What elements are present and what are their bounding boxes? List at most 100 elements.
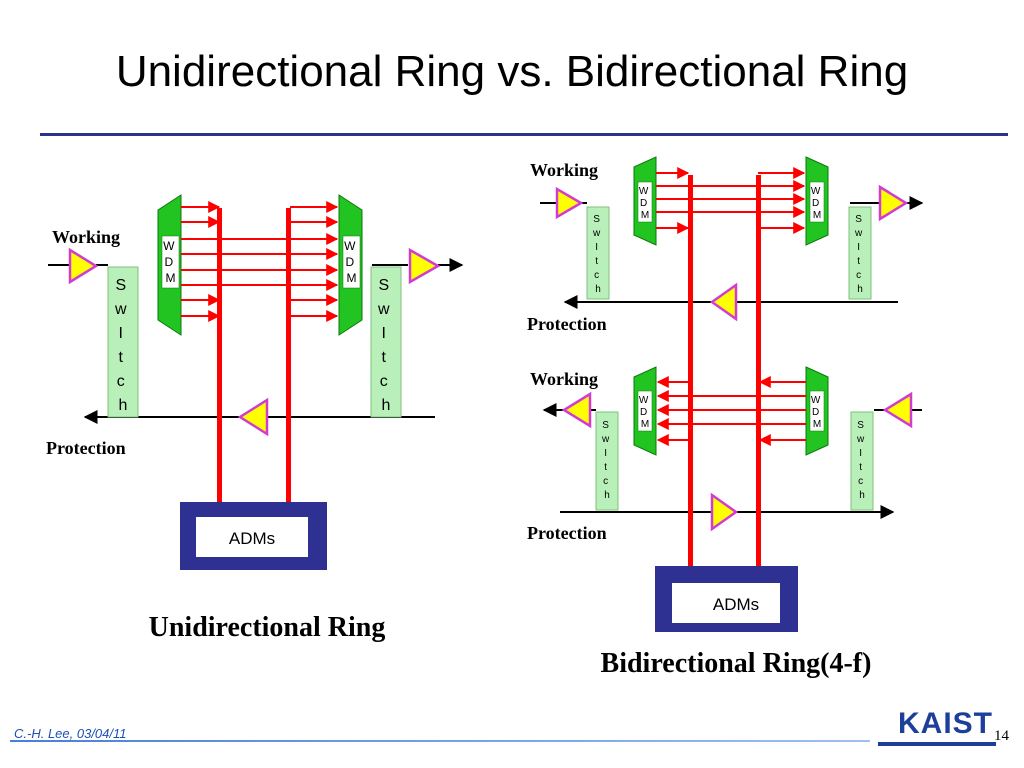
uni-left-switch-letter: t bbox=[119, 349, 124, 366]
bidirectional-ring: S w I t c h S w I t c h W D M bbox=[527, 156, 924, 679]
uni-fiber-right bbox=[286, 208, 291, 502]
bi-adm-label: ADMs bbox=[713, 595, 759, 614]
uni-adm-label: ADMs bbox=[229, 529, 275, 548]
bi-top-left-switch-letter: c bbox=[594, 270, 599, 281]
svg-text:S w I: S w I t c h bbox=[114, 277, 131, 414]
uni-left-switch bbox=[107, 266, 139, 418]
uni-right-switch-letter: c bbox=[380, 373, 388, 390]
uni-left-wdm-letter: M bbox=[166, 271, 176, 285]
uni-right-switch-letter: w bbox=[377, 301, 390, 318]
uni-output-amplifier bbox=[408, 247, 441, 285]
bi-top-right-switch-letter: I bbox=[857, 242, 860, 253]
slide-title: Unidirectional Ring vs. Bidirectional Ri… bbox=[115, 47, 909, 96]
bi-bottom-left-wdm-letter: D bbox=[640, 407, 647, 418]
uni-right-wdm-letter: M bbox=[347, 271, 357, 285]
bi-bottom-input-amplifier bbox=[882, 391, 913, 429]
bi-top-channel-arrows bbox=[656, 167, 806, 234]
bi-top-left-switch-letter: w bbox=[592, 228, 601, 239]
uni-fiber-left bbox=[217, 208, 222, 502]
bi-bottom-left-switch-letter: h bbox=[604, 490, 610, 501]
bi-bottom-right-wdm-letter: D bbox=[812, 407, 819, 418]
bi-bottom-channel-arrows bbox=[656, 376, 806, 446]
svg-text:S w I: S w I t c h bbox=[854, 214, 865, 295]
bi-bottom-right-wdm-letter: W bbox=[811, 395, 821, 406]
uni-adm-inner bbox=[196, 517, 308, 557]
uni-left-switch-letter: h bbox=[119, 397, 128, 414]
svg-text:W D M: W D M bbox=[639, 186, 651, 221]
bi-adm-inner bbox=[672, 583, 780, 623]
bi-fiber-right bbox=[756, 175, 761, 568]
bi-bottom-right-switch-letter: h bbox=[859, 490, 865, 501]
unidirectional-ring: S w I t c h S w I t c h W D bbox=[46, 194, 464, 643]
uni-left-switch-letter: w bbox=[114, 301, 127, 318]
uni-protection-amplifier bbox=[237, 397, 269, 437]
bi-bottom-left-switch-letter: c bbox=[603, 476, 608, 487]
kaist-logo: KAIST bbox=[898, 707, 993, 740]
bi-top-left-wdm-letter: W bbox=[639, 186, 649, 197]
svg-text:W D M: W D M bbox=[811, 395, 823, 430]
footer-author-date: C.-H. Lee, 03/04/11 bbox=[14, 726, 127, 741]
uni-right-switch bbox=[370, 266, 402, 418]
bi-bottom-right-switch-letter: c bbox=[858, 476, 863, 487]
bi-bottom-working-label: Working bbox=[530, 369, 598, 389]
uni-right-wdm-letter: D bbox=[345, 255, 354, 269]
bi-bottom-right-wdm-letter: M bbox=[813, 419, 821, 430]
uni-right-switch-letter: t bbox=[382, 349, 387, 366]
bi-top-output-amplifier bbox=[878, 184, 909, 222]
bi-top-right-switch-letter: t bbox=[857, 256, 860, 267]
bi-bottom-left-switch-letter: S bbox=[602, 420, 609, 431]
svg-text:W D M: W D M bbox=[639, 395, 651, 430]
svg-text:W D M: W D M bbox=[344, 239, 359, 285]
uni-left-switch-letter: S bbox=[115, 277, 126, 294]
uni-right-wdm-label-box bbox=[342, 235, 361, 289]
bi-caption: Bidirectional Ring(4-f) bbox=[601, 648, 872, 679]
uni-protection-label: Protection bbox=[46, 438, 126, 458]
bi-bottom-right-switch-letter: t bbox=[859, 462, 862, 473]
bi-top-left-switch bbox=[586, 206, 610, 300]
uni-left-switch-letter: c bbox=[117, 373, 125, 390]
uni-right-switch-letter: h bbox=[382, 397, 391, 414]
svg-text:S w I: S w I t c h bbox=[377, 277, 394, 414]
bi-top-protection-label: Protection bbox=[527, 314, 607, 334]
bi-top-right-switch-letter: w bbox=[854, 228, 863, 239]
uni-left-wdm-letter: W bbox=[163, 239, 175, 253]
bi-bottom-left-switch bbox=[595, 411, 619, 511]
bi-bottom-left-switch-letter: t bbox=[604, 462, 607, 473]
bi-top-working-amplifier bbox=[555, 186, 584, 220]
uni-left-wdm-label-box bbox=[161, 235, 180, 289]
bi-top-left-switch-letter: h bbox=[595, 284, 601, 295]
bi-top-left-wdm-label-box bbox=[637, 181, 653, 223]
bi-top-right-wdm-letter: M bbox=[813, 210, 821, 221]
bi-fiber-left bbox=[688, 175, 693, 568]
uni-right-wdm-letter: W bbox=[344, 239, 356, 253]
kaist-logo-bar bbox=[878, 742, 996, 746]
bi-top-right-wdm-label-box bbox=[809, 181, 825, 223]
uni-caption: Unidirectional Ring bbox=[149, 612, 386, 643]
bi-bottom-left-wdm-letter: W bbox=[639, 395, 649, 406]
bi-bottom-working-amplifier bbox=[561, 391, 592, 429]
page-number: 14 bbox=[994, 728, 1009, 744]
bi-top-right-switch-letter: c bbox=[856, 270, 861, 281]
bi-top-left-wdm-letter: M bbox=[641, 210, 649, 221]
bi-bottom-left-switch-letter: I bbox=[604, 448, 607, 459]
bi-bottom-right-switch-letter: S bbox=[857, 420, 864, 431]
bi-top-right-wdm-letter: D bbox=[812, 198, 819, 209]
uni-right-switch-letter: S bbox=[378, 277, 389, 294]
svg-text:W D M: W D M bbox=[811, 186, 823, 221]
bi-top-working-label: Working bbox=[530, 160, 598, 180]
bi-top-left-wdm-letter: D bbox=[640, 198, 647, 209]
bi-top-left-switch-letter: I bbox=[595, 242, 598, 253]
svg-text:W D M: W D M bbox=[163, 239, 178, 285]
bi-top-left-switch-letter: S bbox=[593, 214, 600, 225]
footer-rule bbox=[10, 740, 870, 742]
uni-working-amplifier bbox=[68, 247, 99, 285]
bi-top-right-switch-letter: h bbox=[857, 284, 863, 295]
svg-text:S w I: S w I t c h bbox=[592, 214, 603, 295]
uni-working-label: Working bbox=[52, 227, 120, 247]
bi-top-left-switch-letter: t bbox=[595, 256, 598, 267]
uni-channel-arrows bbox=[181, 201, 339, 322]
bi-top-protection-amplifier bbox=[709, 282, 738, 322]
uni-left-switch-letter: I bbox=[119, 325, 123, 342]
